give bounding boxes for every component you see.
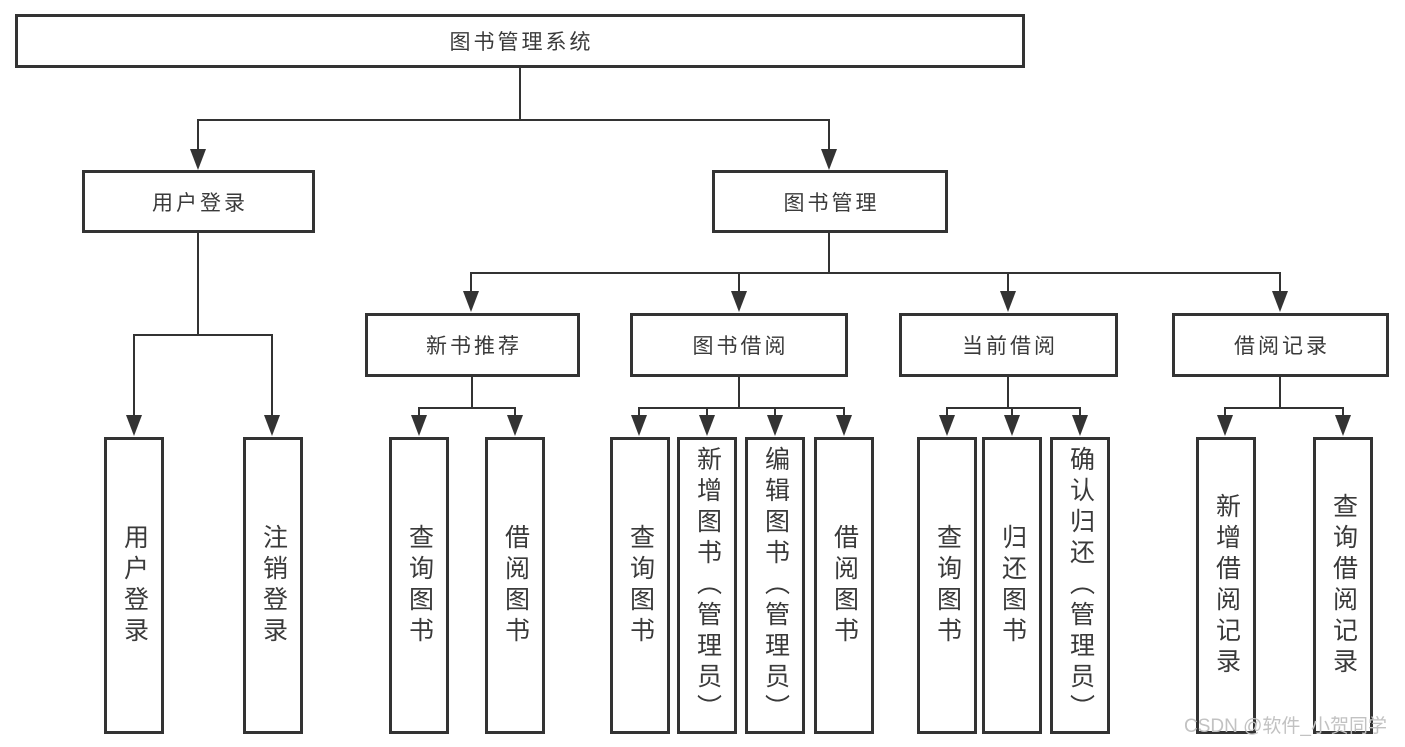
leaf-add-books-admin: 新增图书（管理员） xyxy=(677,437,737,734)
node-new-book-recommend: 新书推荐 xyxy=(365,313,580,377)
leaf-edit-books-admin: 编辑图书（管理员） xyxy=(745,437,805,734)
leaf-borrow-books-2: 借阅图书 xyxy=(814,437,874,734)
node-book-management: 图书管理 xyxy=(712,170,948,233)
node-current-borrow: 当前借阅 xyxy=(899,313,1118,377)
node-user-login: 用户登录 xyxy=(82,170,315,233)
leaf-query-books-3: 查询图书 xyxy=(917,437,977,734)
leaf-borrow-books-1: 借阅图书 xyxy=(485,437,545,734)
leaf-user-login: 用户登录 xyxy=(104,437,164,734)
leaf-query-borrow-record: 查询借阅记录 xyxy=(1313,437,1373,734)
arrowheads xyxy=(126,149,1351,436)
leaf-add-borrow-record: 新增借阅记录 xyxy=(1196,437,1256,734)
node-borrow-records: 借阅记录 xyxy=(1172,313,1389,377)
leaf-query-books-2: 查询图书 xyxy=(610,437,670,734)
leaf-return-books: 归还图书 xyxy=(982,437,1042,734)
node-book-borrow: 图书借阅 xyxy=(630,313,848,377)
leaf-logout: 注销登录 xyxy=(243,437,303,734)
node-library-system: 图书管理系统 xyxy=(15,14,1025,68)
leaf-query-books-1: 查询图书 xyxy=(389,437,449,734)
leaf-confirm-return-admin: 确认归还（管理员） xyxy=(1050,437,1110,734)
csdn-watermark: CSDN @软件_小贺同学 xyxy=(1184,716,1387,737)
